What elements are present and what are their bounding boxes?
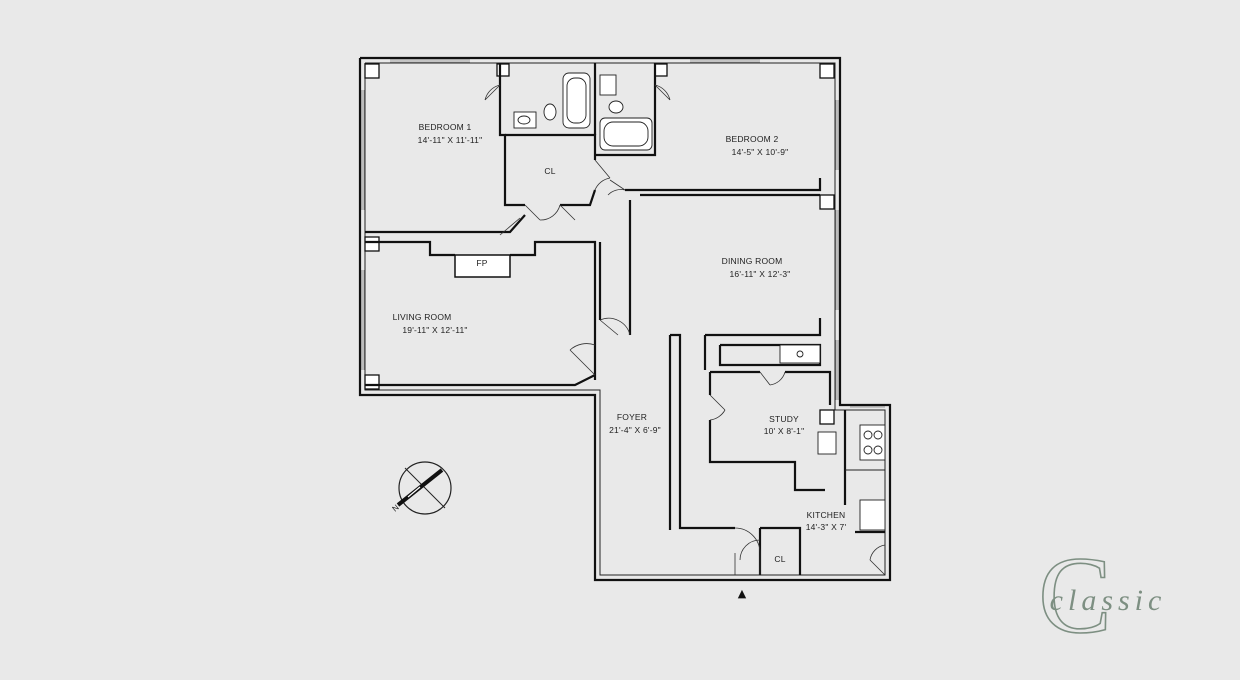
- dining-room-dims: 16'-11" X 12'-3": [730, 269, 791, 279]
- doors: [484, 84, 886, 576]
- study-dims: 10' X 8'-1": [764, 426, 805, 436]
- bathroom-2-fixtures: [599, 74, 653, 151]
- closet-upper-label: CL: [544, 166, 555, 176]
- fireplace-box: [454, 254, 511, 278]
- room-labels: BEDROOM 1 14'-11" X 11'-11" BEDROOM 2 14…: [393, 122, 847, 564]
- fireplace-label: FP: [476, 258, 487, 268]
- bedroom1-dims: 14'-11" X 11'-11": [418, 135, 483, 145]
- interior-walls: [365, 63, 885, 575]
- compass-north-label: N: [391, 503, 401, 514]
- compass-icon: N: [391, 461, 452, 515]
- living-room-name: LIVING ROOM: [393, 312, 452, 322]
- kitchen-dims: 14'-3" X 7': [806, 522, 847, 532]
- logo-initial: C: [1038, 534, 1111, 656]
- foyer-dims: 21'-4" X 6'-9": [609, 425, 661, 435]
- classic-logo: C classic: [1038, 533, 1167, 657]
- foyer-name: FOYER: [617, 412, 647, 422]
- bathroom-1-fixtures: [513, 72, 591, 129]
- study-name: STUDY: [769, 414, 799, 424]
- entrance-marker-icon: ▲: [738, 587, 747, 600]
- kitchen-name: KITCHEN: [807, 510, 846, 520]
- logo-text: classic: [1050, 584, 1167, 617]
- dining-room-name: DINING ROOM: [722, 256, 783, 266]
- living-room-dims: 19'-11" X 12'-11": [402, 325, 467, 335]
- hall-closet-fixture: [779, 344, 821, 364]
- kitchen-fixtures: [817, 424, 886, 531]
- bedroom1-name: BEDROOM 1: [419, 122, 472, 132]
- windows: [361, 59, 885, 408]
- bedroom2-name: BEDROOM 2: [726, 134, 779, 144]
- closet-lower-label: CL: [774, 554, 785, 564]
- bedroom2-dims: 14'-5" X 10'-9": [732, 147, 789, 157]
- columns: [364, 63, 835, 425]
